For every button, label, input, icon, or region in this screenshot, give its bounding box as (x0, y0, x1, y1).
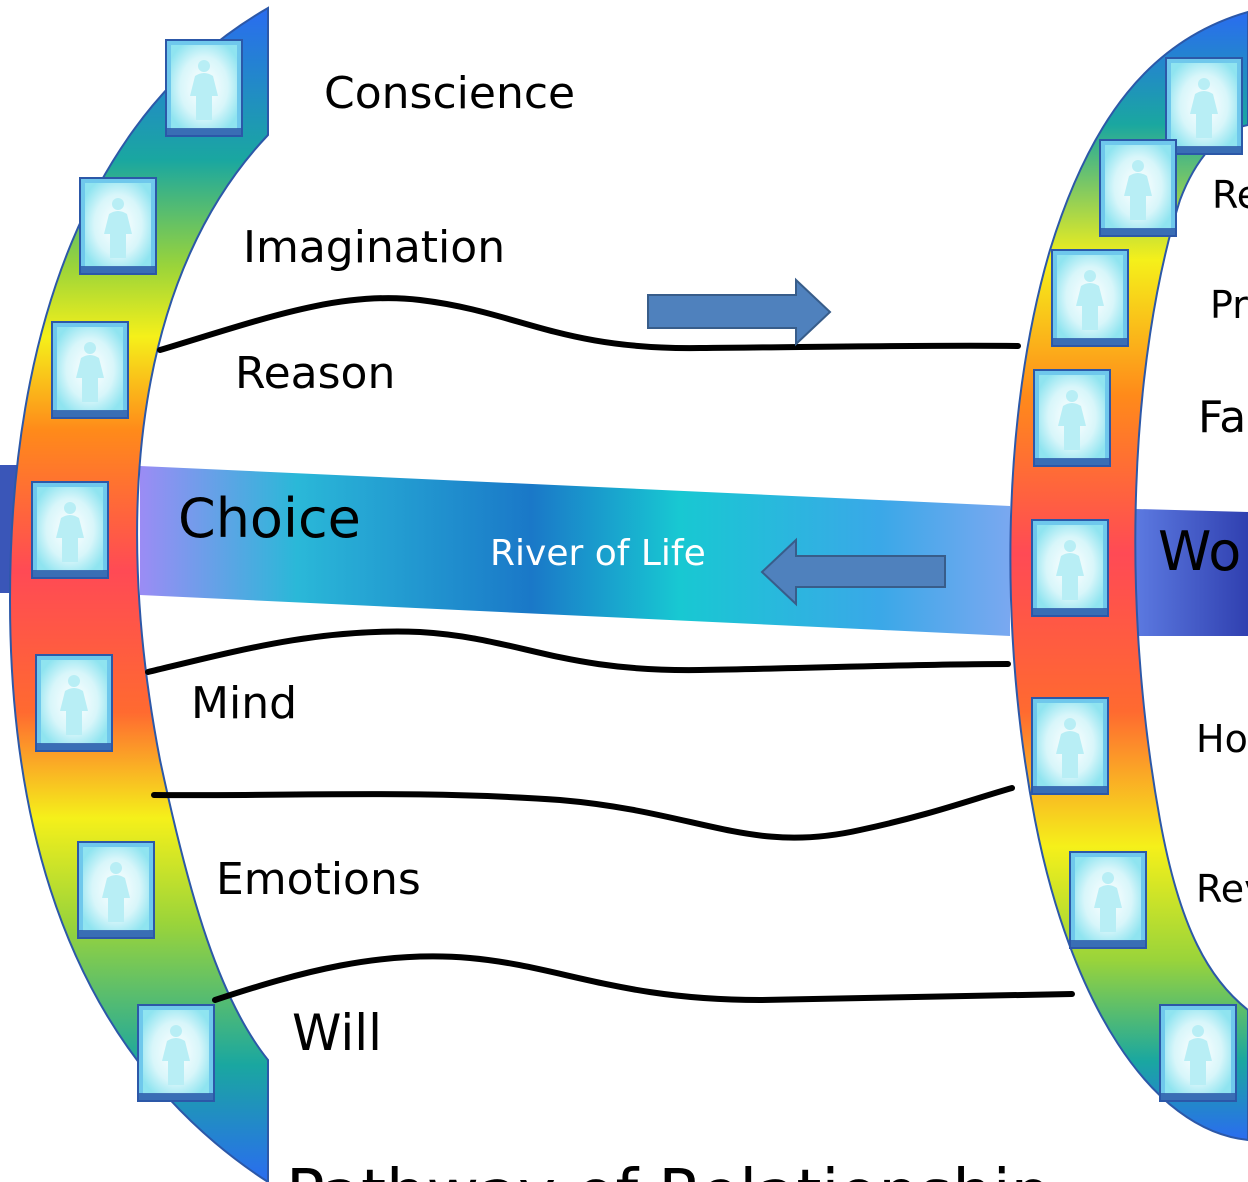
label-imagination: Imagination (243, 222, 505, 273)
footer-title: Pathway of Relationship (286, 1157, 1051, 1182)
left-arrow-icon (760, 537, 946, 607)
figure-tile-icon (1165, 57, 1243, 155)
mind-strand (145, 628, 1011, 675)
figure-tile-icon (51, 321, 129, 419)
figure-tile-icon (165, 39, 243, 137)
reason-strand (157, 295, 1021, 353)
river-of-life-label: River of Life (490, 533, 706, 574)
label-reason: Reason (235, 348, 395, 399)
figure-tile-icon (1033, 369, 1111, 467)
figure-tile-icon (1031, 697, 1109, 795)
label-rev: Rev (1196, 867, 1248, 911)
figure-tile-icon (137, 1004, 215, 1102)
figure-tile-icon (1099, 139, 1177, 237)
figure-tile-icon (1069, 851, 1147, 949)
left-rainbow-band (8, 6, 269, 1182)
right-arrow-icon (647, 277, 832, 347)
will-strand (212, 953, 1075, 1004)
figure-tile-icon (79, 177, 157, 275)
label-will: Will (292, 1004, 382, 1062)
figure-tile-icon (31, 481, 109, 579)
label-conscience: Conscience (324, 68, 575, 119)
figure-tile-icon (1051, 249, 1129, 347)
label-mind: Mind (191, 678, 297, 729)
figure-tile-icon (1159, 1004, 1237, 1102)
label-emotions: Emotions (216, 854, 421, 905)
label-choice: Choice (178, 487, 361, 550)
label-ho: Ho (1196, 717, 1248, 761)
label-pr: Pr (1210, 283, 1248, 327)
figure-tile-icon (1031, 519, 1109, 617)
label-re: Re (1212, 173, 1248, 217)
figure-tile-icon (35, 654, 113, 752)
emotions-strand (151, 785, 1015, 841)
label-wo: Wo (1158, 520, 1241, 583)
label-fa: Fa (1198, 392, 1246, 443)
figure-tile-icon (77, 841, 155, 939)
